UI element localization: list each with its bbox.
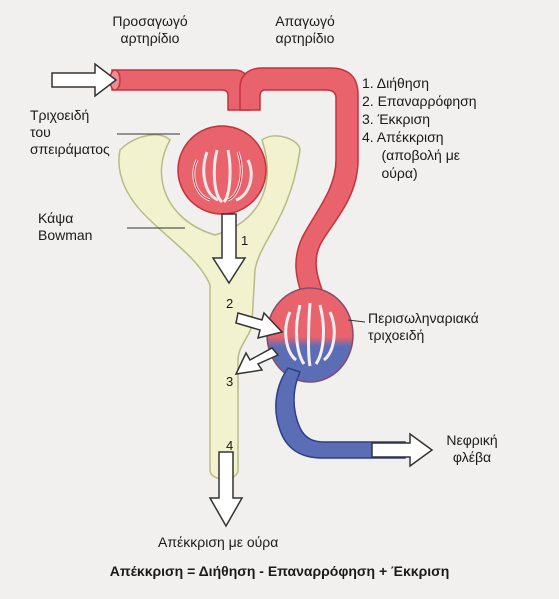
- peritubular-capillaries: [266, 287, 354, 383]
- renal-vein-label-line1: Νεφρική: [446, 432, 498, 448]
- excretion-label: Απέκκριση με ούρα: [158, 534, 279, 550]
- process-item-3: 3. Έκκριση: [362, 111, 431, 127]
- glomerulus-label: Τριχοειδή του σπειράματος: [30, 107, 110, 158]
- process-item-1: 1. Διήθηση: [362, 75, 430, 91]
- renal-vein-label: Νεφρική φλέβα: [432, 432, 512, 466]
- afferent-arteriole: [111, 69, 251, 111]
- efferent-arteriole-label: Απαγωγό αρτηρίδιο: [255, 13, 355, 47]
- glomerulus-label-line3: σπειράματος: [30, 141, 110, 157]
- process-item-4: 4. Απέκκριση: [362, 129, 444, 145]
- formula: Απέκκριση = Διήθηση - Επαναρρόφηση + Έκκ…: [109, 563, 450, 579]
- process-item-4-note-line2: ούρα): [362, 165, 418, 181]
- afferent-arteriole-label: Προσαγωγό αρτηρίδιο: [100, 13, 200, 47]
- peritubular-label-line2: τριχοειδή: [368, 327, 425, 343]
- process-item-4-note-line1: (αποβολή με: [362, 147, 461, 163]
- peritubular-label: Περισωληναριακά τριχοειδή: [368, 310, 479, 344]
- afferent-label-line2: αρτηρίδιο: [120, 30, 180, 46]
- secretion-arrow: [234, 347, 280, 375]
- arrow-number-3: 3: [226, 374, 234, 389]
- filtration-arrow: [211, 213, 247, 285]
- efferent-label-line2: αρτηρίδιο: [275, 30, 335, 46]
- excretion-arrow: [208, 451, 244, 528]
- glomerulus-label-line2: του: [30, 124, 51, 140]
- arrow-number-2: 2: [226, 296, 234, 311]
- process-list: 1. Διήθηση 2. Επαναρρόφηση 3. Έκκριση 4.…: [362, 74, 477, 182]
- bowman-label-line1: Κάψα: [38, 210, 74, 226]
- bowman-capsule-label: Κάψα Bowman: [38, 210, 92, 244]
- efferent-label-line1: Απαγωγό: [275, 13, 335, 29]
- bowman-label-line2: Bowman: [38, 227, 93, 243]
- renal-vein-outflow-arrow: [371, 432, 434, 468]
- process-item-2: 2. Επαναρρόφηση: [362, 93, 477, 109]
- reabsorption-arrow: [235, 311, 284, 340]
- afferent-label-line1: Προσαγωγό: [112, 13, 188, 29]
- arrow-number-4: 4: [226, 438, 234, 453]
- afferent-inflow-arrow: [51, 62, 118, 98]
- peritubular-leader: [347, 319, 366, 323]
- arrow-number-1: 1: [241, 233, 249, 248]
- bowman-capsule-and-tubule: [118, 134, 301, 480]
- peritubular-label-line1: Περισωληναριακά: [368, 310, 479, 326]
- renal-vein-label-line2: φλέβα: [452, 449, 492, 465]
- glomerulus-label-line1: Τριχοειδή: [30, 107, 90, 123]
